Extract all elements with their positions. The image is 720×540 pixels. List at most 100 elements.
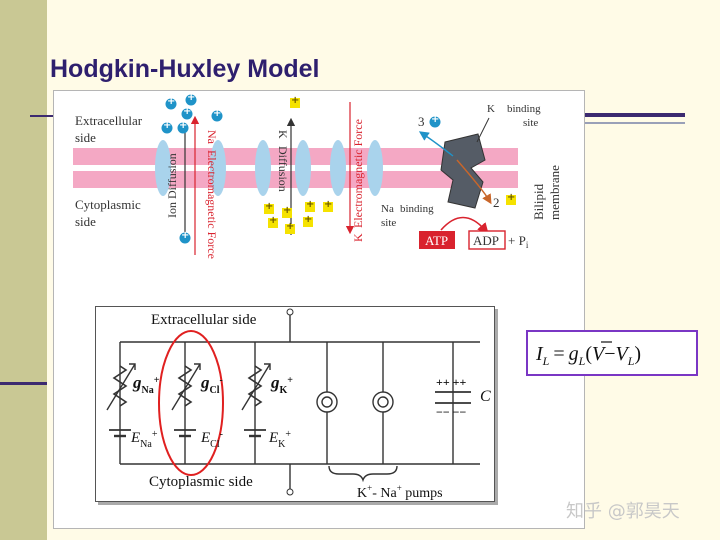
na-ion-4	[161, 122, 173, 134]
ion-plus-sign: +	[265, 201, 274, 212]
title-rule-right	[583, 113, 685, 117]
bilipid-label: Bilipid	[531, 183, 546, 220]
equivalent-circuit-frame	[95, 306, 495, 502]
ion-plus-sign: +	[291, 95, 300, 106]
e-cl-sup: -	[220, 429, 223, 440]
equivalent-circuit-diagram: Extracellular side Cytoplasmic side gNa+…	[106, 308, 491, 500]
k-em-force-label: Electromagnetic Force	[351, 119, 365, 228]
pumps-k-sup: +	[367, 483, 372, 493]
k-binding-label-3: site	[523, 117, 538, 129]
resistor-k	[247, 365, 263, 407]
g-na-label: gNa+	[132, 373, 160, 396]
na-ion-5	[177, 122, 189, 134]
atp-box	[419, 231, 455, 249]
k-diffusion-label: Diffusion	[276, 146, 290, 192]
pump-source-1	[316, 391, 338, 413]
na-ion-3	[181, 108, 193, 120]
membrane-inner-layer	[73, 171, 518, 188]
ion-plus-sign: +	[183, 106, 192, 117]
g-na-sup: +	[154, 375, 160, 386]
k-binding-pointer	[476, 117, 490, 143]
na-ion-1	[165, 98, 177, 110]
ion-plus-sign: +	[431, 114, 440, 125]
k-ion-5	[305, 202, 315, 212]
k-ion-label: K	[276, 130, 290, 139]
resistor-na	[112, 365, 128, 407]
cytoplasmic-label-2: side	[75, 214, 96, 229]
channel-2a	[255, 140, 271, 196]
e-na-base: E	[130, 430, 140, 446]
cytoplasmic-label-1: Cytoplasmic	[75, 197, 141, 212]
pumps-na-sup: +	[397, 483, 402, 493]
e-na-sub: Na	[140, 439, 152, 450]
variable-arrowhead-na	[129, 363, 136, 370]
na-ion-2	[185, 94, 197, 106]
pump-na-out-ion	[429, 116, 441, 128]
ion-plus-sign: +	[283, 205, 292, 216]
atp-conversion-arrow	[440, 216, 489, 235]
k-ion-1	[264, 204, 274, 214]
eq-close: )	[634, 343, 641, 365]
atp-label: ATP	[425, 233, 448, 248]
pump-k-in-ion	[506, 195, 516, 205]
circuit-extracellular-label: Extracellular side	[151, 312, 257, 328]
resistor-cl	[177, 365, 193, 407]
e-cl-sub: Cl	[210, 439, 220, 450]
na-ions-extracellular	[161, 94, 223, 134]
channel-3a	[330, 140, 346, 196]
title-rule-left	[30, 115, 54, 117]
eq-minus: −	[604, 343, 615, 365]
pump-in-count: 2	[493, 195, 500, 210]
na-ion-6	[211, 110, 223, 122]
channel-1a	[155, 140, 171, 196]
pumps-na: - Na	[372, 486, 397, 500]
na-ion-label: Na	[205, 130, 219, 145]
eq-VL: V	[616, 343, 631, 365]
g-cl-label: gCl-	[200, 373, 223, 396]
ion-plus-sign: +	[179, 120, 188, 131]
ion-plus-sign: +	[286, 221, 295, 232]
ion-plus-sign: +	[304, 214, 313, 225]
g-k-base: g	[270, 373, 280, 392]
eq-I: I	[535, 343, 544, 365]
pump-source-1-inner	[321, 396, 333, 408]
e-na-label: ENa+	[130, 429, 158, 450]
e-k-label: EK+	[268, 429, 291, 450]
circuit-cytoplasmic-label: Cytoplasmic side	[149, 474, 253, 490]
pump-na-out-arrow	[418, 131, 454, 157]
e-cl-base: E	[200, 430, 210, 446]
eq-I-sub: L	[542, 354, 550, 368]
pumps-label: K+- Na+ pumps	[357, 483, 443, 500]
adp-box	[468, 230, 506, 250]
capacitor-minus-label: −− −−	[436, 405, 467, 419]
e-k-sup: +	[285, 429, 291, 440]
channel-3b	[367, 140, 383, 196]
pumps-brace	[328, 465, 398, 483]
membrane-diagram: Extracellular side Cytoplasmic side Ion …	[73, 94, 562, 259]
k-ion-7	[303, 217, 313, 227]
pi-main: + P	[508, 233, 526, 248]
top-terminal	[286, 308, 294, 316]
ion-plus-sign: +	[187, 92, 196, 103]
pump-k-in-arrow	[456, 159, 492, 205]
pi-label: + Pi	[508, 233, 529, 250]
zhihu-watermark: 知乎 @郭昊天	[566, 501, 680, 522]
e-k-sub: K	[278, 439, 286, 450]
eq-g-sub: L	[578, 354, 586, 368]
eq-VL-sub: L	[627, 354, 635, 368]
ion-plus-sign: +	[324, 199, 333, 210]
na-binding-label-3: site	[381, 217, 396, 229]
k-ion-4	[285, 224, 295, 234]
membrane-label: membrane	[547, 165, 562, 220]
g-na-base: g	[132, 373, 142, 392]
k-ion-6	[323, 202, 333, 212]
ion-plus-sign: +	[507, 192, 516, 203]
e-cl-label: ECl-	[200, 429, 223, 450]
g-k-sup: +	[287, 375, 293, 386]
pumps-rest: pumps	[402, 486, 443, 500]
ion-plus-sign: +	[163, 120, 172, 131]
ion-plus-sign: +	[181, 230, 190, 241]
na-k-pump-shape	[440, 133, 486, 209]
pump-source-2	[372, 391, 394, 413]
slide-sidebar	[0, 0, 47, 540]
